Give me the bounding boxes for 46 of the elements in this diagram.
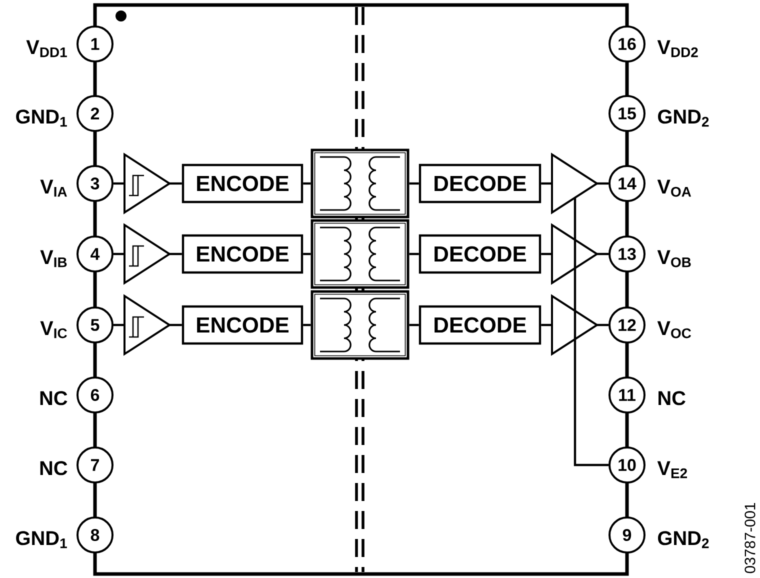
pin-label: NC bbox=[658, 391, 686, 406]
connector bbox=[597, 324, 608, 326]
connector bbox=[170, 182, 182, 185]
connector bbox=[541, 252, 552, 256]
connector bbox=[114, 182, 124, 185]
connector bbox=[303, 324, 311, 326]
pin-label: GND$_{1}$ bbox=[16, 531, 67, 548]
connector bbox=[541, 324, 552, 326]
transformer-box bbox=[310, 219, 410, 289]
node-label: 8 bbox=[90, 528, 100, 541]
connector bbox=[597, 252, 608, 256]
pin-label: V$_{OA}$ bbox=[657, 180, 692, 197]
pin-label: V$_{IB}$ bbox=[40, 250, 67, 268]
pin-label: NC bbox=[40, 391, 68, 406]
process-box: DECODE bbox=[418, 164, 542, 204]
pin-label: V$_{DD2}$ bbox=[657, 40, 698, 58]
connector bbox=[409, 182, 419, 185]
pin-label: V$_{E2}$ bbox=[657, 461, 687, 478]
process-box: ENCODE bbox=[182, 234, 304, 274]
transformer-box bbox=[310, 290, 410, 360]
pin-label: V$_{OC}$ bbox=[657, 321, 692, 338]
pin-label: GND$_{1}$ bbox=[16, 110, 67, 127]
pin-label: GND$_{2}$ bbox=[658, 531, 709, 548]
connector bbox=[114, 252, 124, 256]
transformer-box bbox=[310, 148, 410, 218]
process-box: ENCODE bbox=[182, 164, 304, 204]
connector bbox=[170, 324, 182, 326]
connector bbox=[114, 324, 124, 326]
process-box: ENCODE bbox=[182, 305, 304, 345]
connector bbox=[170, 252, 182, 256]
pin-label: GND$_{2}$ bbox=[658, 110, 709, 127]
pin-label: V$_{DD1}$ bbox=[26, 40, 67, 58]
connector bbox=[303, 252, 311, 256]
connector bbox=[541, 182, 552, 185]
process-box: DECODE bbox=[418, 305, 542, 345]
connector bbox=[409, 324, 419, 326]
connector bbox=[303, 182, 311, 185]
pin-label: V$_{OB}$ bbox=[657, 250, 691, 268]
connector bbox=[409, 252, 419, 256]
pin-label: NC bbox=[40, 461, 68, 476]
process-box: DECODE bbox=[418, 234, 542, 274]
figure-number: 03787-001 bbox=[744, 503, 756, 574]
pin-label: V$_{IA}$ bbox=[40, 180, 67, 197]
connector bbox=[597, 182, 608, 185]
pin-label: V$_{IC}$ bbox=[40, 321, 67, 338]
node-label: 9 bbox=[622, 528, 632, 541]
